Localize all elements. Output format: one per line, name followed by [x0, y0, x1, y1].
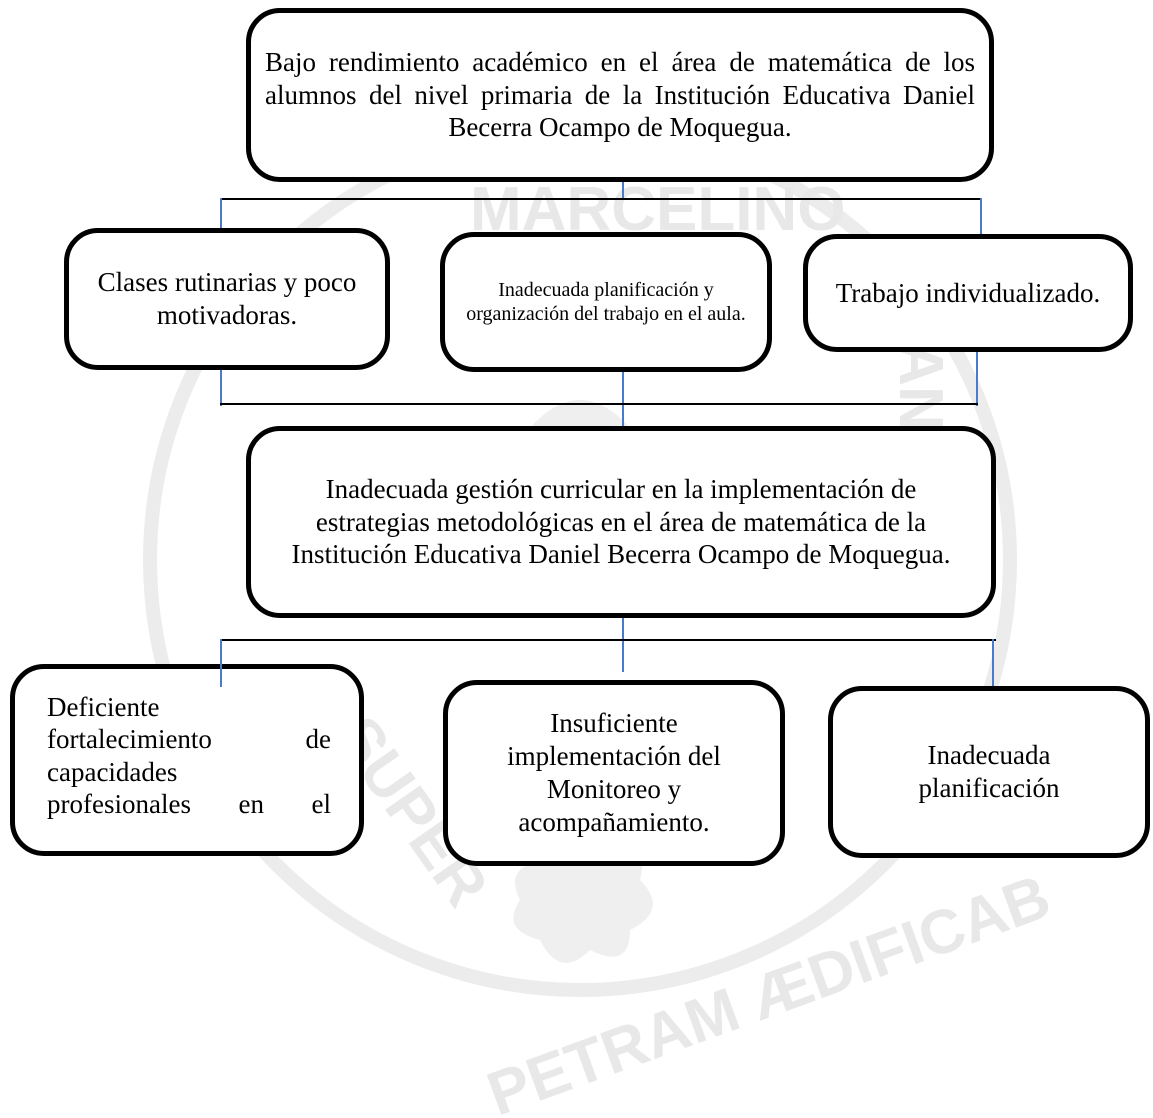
connector-effect3-bottom: [976, 352, 978, 406]
cause-1-line-1: Deficiente: [47, 692, 160, 722]
connector-problem-down: [622, 168, 624, 200]
connector-cause3: [992, 639, 994, 687]
central-problem-text: Inadecuada gestión curricular en la impl…: [291, 473, 951, 570]
effect-box-2: Inadecuada planificación y organización …: [440, 232, 772, 372]
cause-text-2: Insuficiente implementación del Monitore…: [507, 708, 721, 837]
cause-1-line-2: fortalecimiento de: [47, 724, 331, 755]
cause-1-line-3: capacidades: [47, 756, 178, 787]
central-problem-box: Inadecuada gestión curricular en la impl…: [246, 426, 996, 618]
problem-box: Bajo rendimiento académico en el área de…: [246, 8, 994, 182]
effect-text-2: Inadecuada planificación y organización …: [466, 278, 746, 325]
effect-box-1: Clases rutinarias y poco motivadoras.: [64, 228, 390, 370]
connector-effects-bottom-bar: [220, 403, 978, 405]
cause-box-2: Insuficiente implementación del Monitore…: [443, 680, 785, 866]
connector-effects-top-bar: [220, 198, 982, 200]
effect-text-3: Trabajo individualizado.: [835, 277, 1101, 308]
connector-effect3-top: [980, 198, 982, 238]
effect-box-3: Trabajo individualizado.: [803, 234, 1133, 352]
connector-effect1-top: [220, 198, 222, 230]
cause-text-3: Inadecuada planificación: [918, 740, 1060, 803]
connector-causes-bar: [220, 639, 996, 641]
cause-text-1: Deficiente fortalecimiento de capacidade…: [47, 691, 331, 821]
problem-text: Bajo rendimiento académico en el área de…: [265, 46, 975, 143]
cause-1-line-4: profesionales en el: [47, 789, 331, 820]
connector-cause1: [220, 639, 222, 687]
cause-box-3: Inadecuada planificación: [828, 686, 1150, 858]
connector-effect2-bottom: [622, 372, 624, 428]
connector-effect1-bottom: [220, 370, 222, 406]
connector-central-down: [622, 612, 624, 672]
watermark-flower-icon: [513, 837, 653, 963]
effect-text-1: Clases rutinarias y poco motivadoras.: [97, 267, 357, 330]
cause-box-1: Deficiente fortalecimiento de capacidade…: [10, 664, 364, 856]
